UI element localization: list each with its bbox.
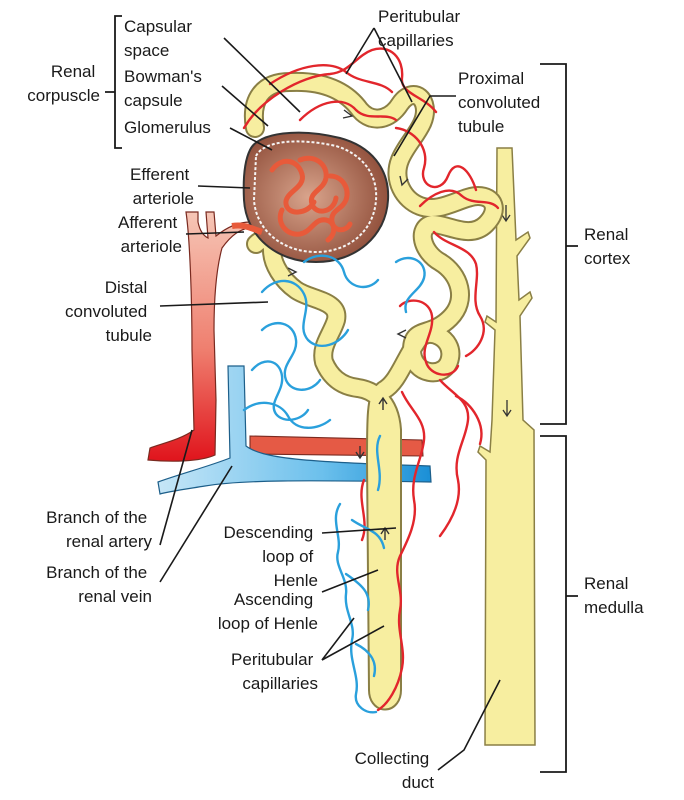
collecting-duct-label: Collecting duct <box>355 749 435 792</box>
renal-corpuscle-bracket <box>105 15 122 149</box>
renal-cortex-label: Renal cortex <box>584 225 633 268</box>
labels: Renal corpuscle Capsular space Bowman's … <box>27 7 644 792</box>
renal-cortex-bracket <box>540 63 578 425</box>
ascending-loop-label: Ascending loop of Henle <box>218 590 318 633</box>
renal-vein-branch <box>157 365 432 495</box>
glomerulus-capillaries <box>269 155 353 243</box>
afferent-arteriole-label: Afferent arteriole <box>118 213 182 256</box>
glomerulus-label: Glomerulus <box>124 118 211 137</box>
renal-medulla-label: Renal medulla <box>584 574 644 617</box>
efferent-arteriole-label: Efferent arteriole <box>130 165 194 208</box>
renal-corpuscle-label: Renal corpuscle <box>27 62 100 105</box>
descending-loop-label: Descending loop of Henle <box>223 523 318 590</box>
bowmans-capsule-label: Bowman's capsule <box>124 67 207 110</box>
peritubular-capillaries-bottom-label: Peritubular capillaries <box>231 650 318 693</box>
branch-renal-artery-label: Branch of the renal artery <box>46 508 152 551</box>
collecting-duct <box>477 147 536 746</box>
peritubular-capillaries-red <box>242 47 500 712</box>
renal-medulla-bracket <box>540 435 578 773</box>
capsular-space-label: Capsular space <box>124 17 197 60</box>
peritubular-capillaries-blue <box>242 254 426 714</box>
peritubular-capillaries-top-label: Peritubular capillaries <box>378 7 465 50</box>
proximal-convoluted-tubule-label: Proximal convoluted tubule <box>458 69 545 136</box>
leader-lines <box>159 27 501 771</box>
renal-corpuscle <box>231 131 390 264</box>
branch-renal-vein-label: Branch of the renal vein <box>46 563 152 606</box>
distal-convoluted-tubule-label: Distal convoluted tubule <box>65 278 152 345</box>
